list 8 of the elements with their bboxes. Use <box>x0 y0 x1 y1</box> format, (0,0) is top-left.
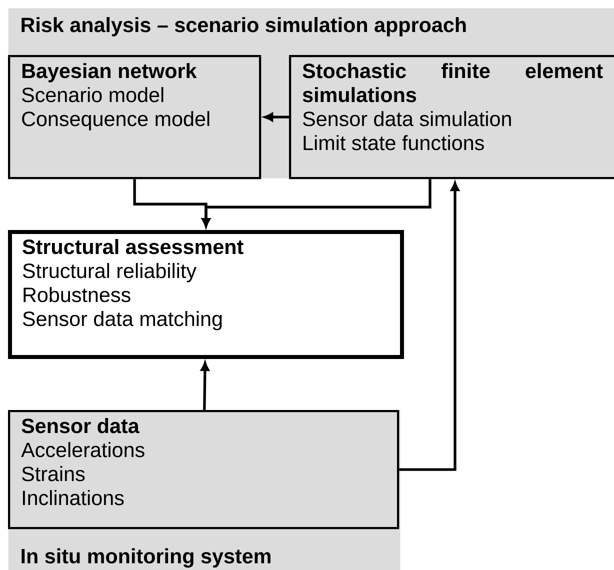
process-box: Stochastic finite element simulations Sensor data simulation Limit state functions <box>289 55 614 180</box>
assessment-box: Structural assessment Structural reliability Robustness Sensor data matching <box>8 230 404 359</box>
process-box: Bayesian network Scenario model Consequence model <box>8 55 262 180</box>
arrow <box>264 112 289 122</box>
process-box: Sensor data Accelerations Strains Inclinations <box>8 410 400 530</box>
arrow <box>200 362 210 410</box>
arrow <box>202 179 432 227</box>
arrow <box>399 182 460 471</box>
